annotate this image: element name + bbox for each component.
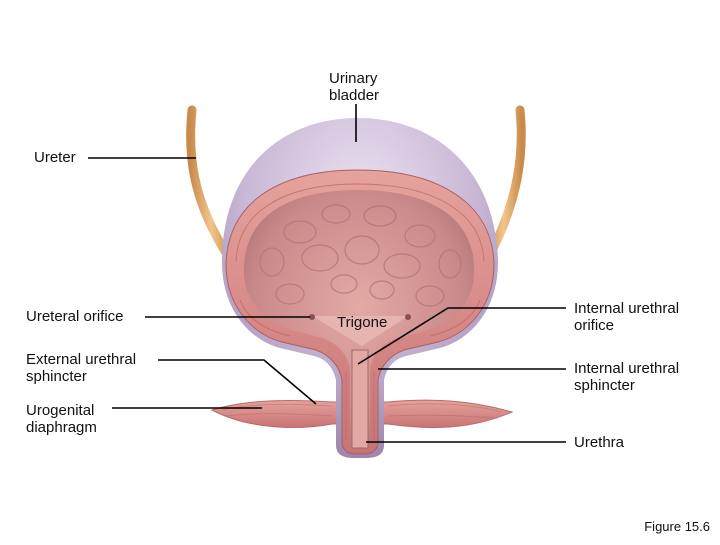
label-ureter: Ureter (34, 149, 76, 166)
ureteral-orifice-right (405, 314, 411, 320)
leader-external-sphincter (158, 360, 316, 404)
label-internal-urethral-sphincter: Internal urethral sphincter (574, 360, 679, 394)
label-urethra: Urethra (574, 434, 624, 451)
label-urinary-bladder: Urinary bladder (329, 70, 379, 104)
label-ureteral-orifice: Ureteral orifice (26, 308, 124, 325)
label-trigone: Trigone (337, 314, 387, 331)
figure-caption: Figure 15.6 (644, 519, 710, 534)
label-urogenital-diaphragm: Urogenital diaphragm (26, 402, 97, 436)
label-external-urethral-sphincter: External urethral sphincter (26, 351, 136, 385)
label-internal-urethral-orifice: Internal urethral orifice (574, 300, 679, 334)
urethra-channel (352, 350, 368, 448)
